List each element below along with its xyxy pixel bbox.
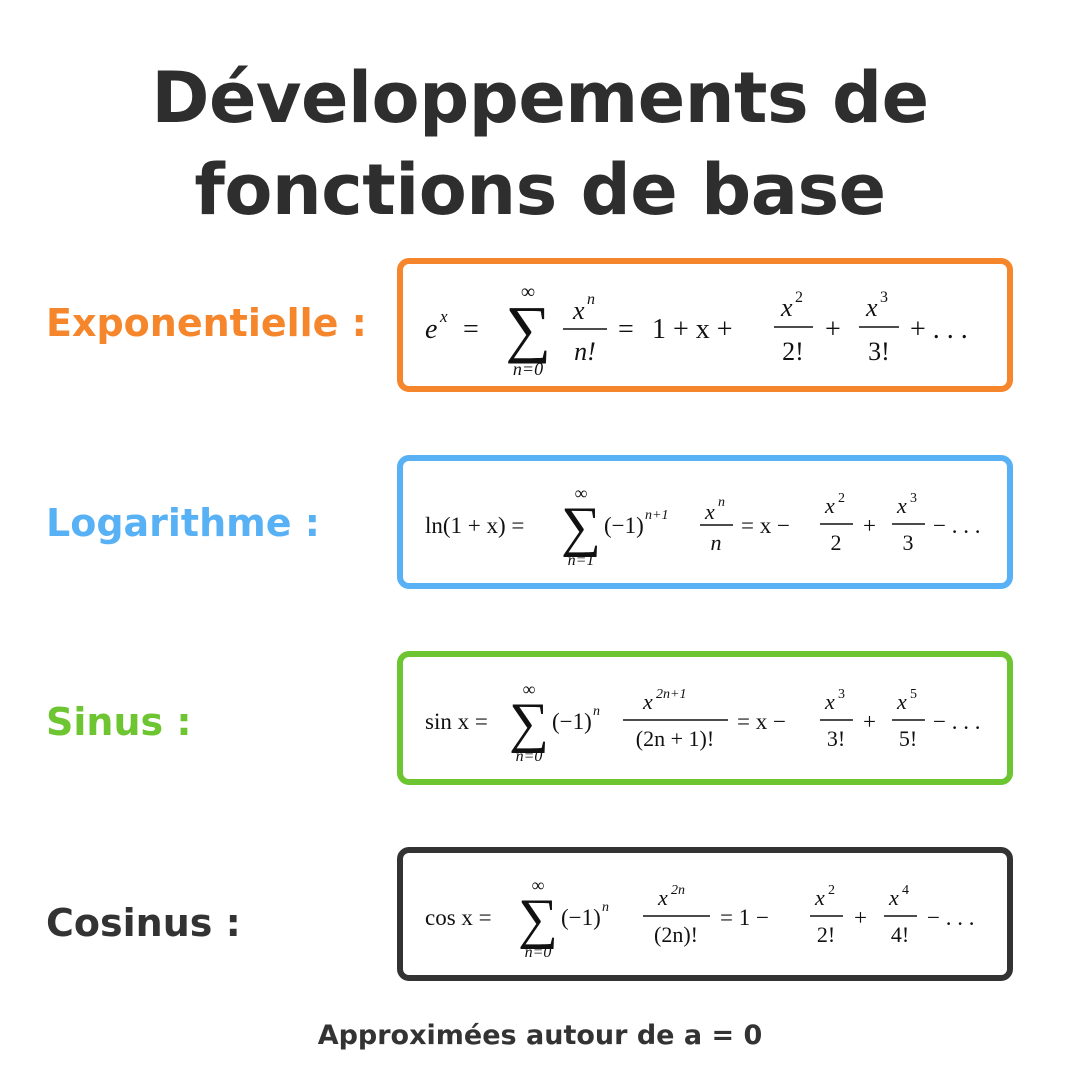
- exp-sum-sign: ∑: [505, 293, 551, 364]
- sin-sum-top: ∞: [523, 679, 536, 699]
- sin-tail: − . . .: [933, 709, 980, 734]
- exp-frac-den: n!: [574, 337, 596, 366]
- label-logarithme: Logarithme :: [46, 501, 320, 545]
- cos-t2-sup: 2: [828, 883, 835, 898]
- cos-t3-sup: 4: [902, 883, 909, 898]
- formula-exponentielle: e x = ∞ ∑ n=0 x n n! = 1 + x + x 2 2! + …: [425, 281, 968, 379]
- log-tail: − . . .: [933, 513, 980, 538]
- sin-eq2: = x −: [737, 709, 786, 734]
- log-plus: +: [863, 513, 876, 538]
- sin-t3-den: 5!: [899, 726, 917, 751]
- log-eq2: = x −: [741, 513, 790, 538]
- sin-frac-den: (2n + 1)!: [636, 726, 714, 751]
- cos-frac-num-sup: 2n: [671, 883, 685, 898]
- cos-sum-sign: ∑: [518, 888, 558, 950]
- sin-t2-sup: 3: [838, 687, 845, 702]
- log-t2-den: 2: [831, 530, 842, 555]
- sin-sum-bottom: n=0: [516, 748, 543, 765]
- cos-sign: (−1): [561, 905, 601, 930]
- log-sign-sup: n+1: [645, 508, 668, 523]
- log-t3-den: 3: [903, 530, 914, 555]
- log-sum-sign: ∑: [561, 496, 601, 558]
- log-lhs: ln(1 + x) =: [425, 513, 524, 538]
- log-sign: (−1): [604, 513, 644, 538]
- exp-lhs-sup: x: [439, 307, 448, 326]
- label-exponentielle: Exponentielle :: [46, 301, 367, 345]
- cos-sum-bottom: n=0: [525, 944, 552, 961]
- cos-sign-sup: n: [602, 900, 609, 915]
- exp-eq2: =: [618, 314, 634, 345]
- sin-frac-num: x: [642, 689, 653, 714]
- title-line-1: Développements de: [151, 57, 929, 139]
- formula-box-logarithme: ln(1 + x) = ∞ ∑ n=1 (−1) n+1 x n n = x −…: [397, 455, 1013, 589]
- exp-sum-bottom: n=0: [513, 359, 543, 379]
- sin-sign-sup: n: [593, 704, 600, 719]
- cos-t3-num: x: [888, 885, 899, 910]
- exp-expansion: 1 + x +: [652, 314, 733, 345]
- log-t3-sup: 3: [910, 491, 917, 506]
- cos-lhs: cos x =: [425, 905, 492, 930]
- label-cosinus: Cosinus :: [46, 901, 241, 945]
- log-t2-num: x: [824, 493, 835, 518]
- log-t3-num: x: [896, 493, 907, 518]
- formula-box-exponentielle: e x = ∞ ∑ n=0 x n n! = 1 + x + x 2 2! + …: [397, 258, 1013, 392]
- cos-t2-den: 2!: [817, 922, 835, 947]
- log-frac-den: n: [711, 530, 722, 555]
- exp-t3-num: x: [865, 293, 878, 322]
- sin-sum-sign: ∑: [509, 692, 549, 754]
- cos-t2-num: x: [814, 885, 825, 910]
- formula-logarithme: ln(1 + x) = ∞ ∑ n=1 (−1) n+1 x n n = x −…: [425, 483, 980, 569]
- exp-sum-top: ∞: [521, 281, 535, 303]
- cos-plus: +: [854, 905, 867, 930]
- page-title: Développements de fonctions de base: [0, 52, 1080, 236]
- exp-t3-sup: 3: [880, 289, 888, 306]
- formula-box-cosinus: cos x = ∞ ∑ n=0 (−1) n x 2n (2n)! = 1 − …: [397, 847, 1013, 981]
- sin-plus: +: [863, 709, 876, 734]
- exp-lhs: e: [425, 314, 437, 345]
- sin-frac-num-sup: 2n+1: [656, 687, 686, 702]
- title-line-2: fonctions de base: [194, 149, 886, 231]
- exp-t2-sup: 2: [795, 289, 803, 306]
- exp-tail: + . . .: [910, 314, 968, 345]
- log-sum-top: ∞: [575, 483, 588, 503]
- sin-t2-num: x: [824, 689, 835, 714]
- cos-tail: − . . .: [927, 905, 974, 930]
- formula-sinus: sin x = ∞ ∑ n=0 (−1) n x 2n+1 (2n + 1)! …: [425, 679, 980, 765]
- exp-t2-den: 2!: [782, 337, 804, 366]
- formula-cosinus: cos x = ∞ ∑ n=0 (−1) n x 2n (2n)! = 1 − …: [425, 875, 974, 961]
- cos-frac-den: (2n)!: [654, 922, 698, 947]
- sin-sign: (−1): [552, 709, 592, 734]
- cos-t3-den: 4!: [891, 922, 909, 947]
- log-sum-bottom: n=1: [568, 552, 595, 569]
- exp-t2-num: x: [780, 293, 793, 322]
- cos-frac-num: x: [657, 885, 668, 910]
- log-frac-num: x: [704, 499, 715, 524]
- sin-t2-den: 3!: [827, 726, 845, 751]
- sin-t3-sup: 5: [910, 687, 917, 702]
- exp-plus: +: [825, 314, 841, 345]
- exp-t3-den: 3!: [868, 337, 890, 366]
- sin-t3-num: x: [896, 689, 907, 714]
- cos-eq2: = 1 −: [720, 905, 769, 930]
- exp-frac-num: x: [572, 296, 585, 325]
- formula-box-sinus: sin x = ∞ ∑ n=0 (−1) n x 2n+1 (2n + 1)! …: [397, 651, 1013, 785]
- cos-sum-top: ∞: [532, 875, 545, 895]
- sin-lhs: sin x =: [425, 709, 488, 734]
- footer-note: Approximées autour de a = 0: [317, 1020, 763, 1051]
- exp-frac-num-sup: n: [587, 291, 595, 308]
- exp-eq: =: [463, 314, 479, 345]
- label-sinus: Sinus :: [46, 700, 192, 744]
- log-t2-sup: 2: [838, 491, 845, 506]
- log-frac-num-sup: n: [718, 495, 725, 510]
